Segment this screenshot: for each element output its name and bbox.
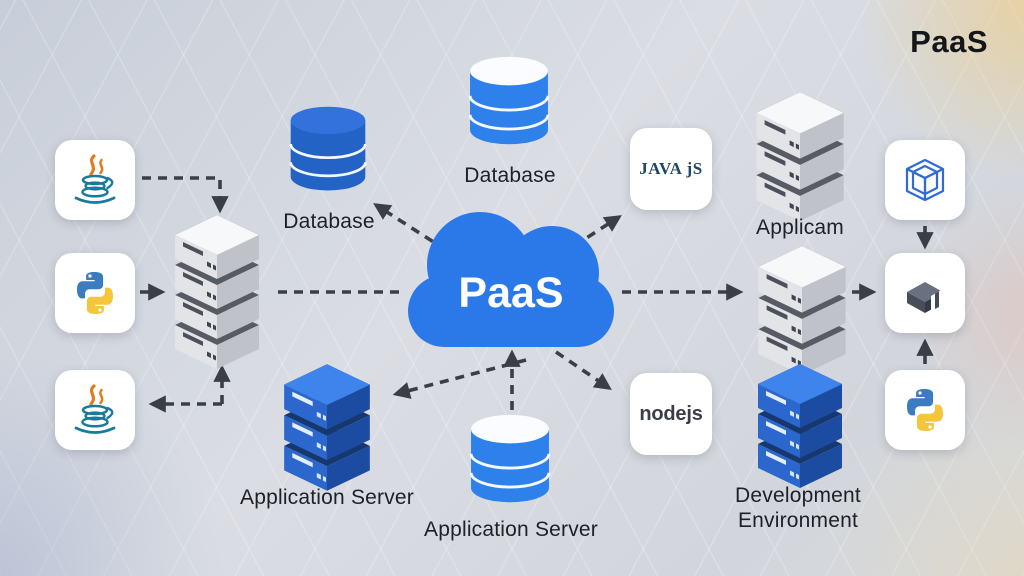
java-icon xyxy=(74,384,116,435)
cube-gray-icon xyxy=(907,282,944,313)
server-stack-application-server xyxy=(276,364,378,491)
dev-environment-label: Development Environment xyxy=(735,484,861,532)
database-cylinder-application-server xyxy=(471,414,549,503)
javascript-card-text: JAVA jS xyxy=(639,159,703,178)
application-server-stack-label: Application Server xyxy=(239,486,415,509)
cube-wireframe-icon xyxy=(905,158,945,202)
database-left-label: Database xyxy=(283,210,375,233)
python-icon xyxy=(77,272,113,314)
page-title: PaaS xyxy=(910,24,988,59)
server-stack-mid-right xyxy=(750,246,854,375)
server-stack-application xyxy=(748,92,852,221)
java-icon xyxy=(74,154,116,205)
paas-cloud: PaaS xyxy=(408,212,614,347)
database-top-label: Database xyxy=(464,164,556,187)
server-stack-dev-environment xyxy=(750,364,850,488)
python-card-right xyxy=(885,370,965,450)
java-card-bottom xyxy=(55,370,135,450)
application-right-label: Applicam xyxy=(756,216,844,239)
server-stack-left xyxy=(167,215,267,369)
java-card-top xyxy=(55,140,135,220)
cube-wireframe-card xyxy=(885,140,965,220)
database-cylinder-left xyxy=(290,106,366,191)
python-icon xyxy=(907,389,943,431)
arrow-cloud-to-nodejs xyxy=(554,350,612,390)
python-card-left xyxy=(55,253,135,333)
nodejs-card: nodejs xyxy=(630,373,712,455)
application-server-db-label: Application Server xyxy=(423,518,599,541)
paas-cloud-label: PaaS xyxy=(458,269,563,317)
nodejs-card-text: nodejs xyxy=(639,402,703,425)
arrow-java-top-to-server xyxy=(142,176,229,214)
database-cylinder-top xyxy=(470,56,548,145)
javascript-card: JAVA jS xyxy=(630,128,712,210)
arrow-cloud-to-appserver xyxy=(392,358,527,399)
cube-gray-card xyxy=(885,253,965,333)
